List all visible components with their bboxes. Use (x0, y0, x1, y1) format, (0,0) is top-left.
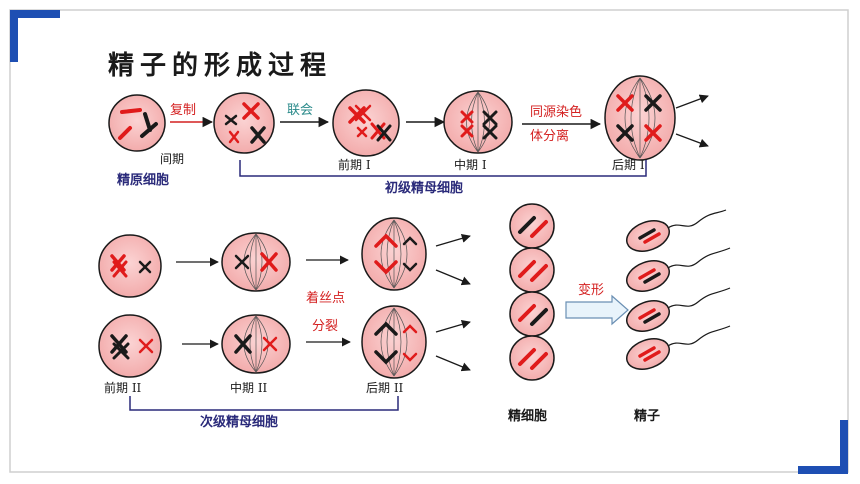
cell-metaphase-2-upper (221, 232, 291, 292)
bracket-primary-spermatocyte (239, 160, 647, 177)
bracket-secondary-spermatocyte (129, 396, 399, 411)
cell-prophase-1 (332, 89, 400, 157)
label-division: 分裂 (312, 319, 338, 334)
label-homolog-separation-line2: 体分离 (530, 128, 569, 144)
label-primary-spermatocyte: 初级精母细胞 (385, 180, 463, 196)
label-prophase-1: 前期 I (338, 157, 371, 172)
label-spermatogonium: 精原细胞 (117, 172, 169, 188)
cell-metaphase-2-lower (221, 314, 291, 374)
label-interphase: 间期 (160, 152, 184, 166)
label-sperm: 精子 (634, 408, 660, 424)
label-anaphase-2: 后期 II (366, 381, 404, 395)
spermatid-2 (509, 247, 555, 293)
label-spermatid: 精细胞 (508, 408, 547, 424)
sperm-3 (626, 287, 731, 332)
corner-top-left-decoration (10, 10, 60, 62)
arrow-upper-split-up (435, 233, 471, 247)
cell-interphase (213, 92, 275, 154)
label-centromere: 着丝点 (306, 290, 345, 306)
sperm-2 (626, 247, 731, 292)
cell-prophase-2-lower (98, 314, 162, 378)
arrow-anaphase-1-up (675, 94, 709, 109)
label-replication: 复制 (170, 103, 196, 118)
spermatid-1 (509, 203, 555, 249)
label-prophase-2: 前期 II (104, 380, 142, 395)
cell-prophase-2-upper (98, 234, 162, 298)
label-secondary-spermatocyte: 次级精母细胞 (200, 414, 278, 430)
sperm-4 (626, 325, 731, 370)
sperm-1 (626, 209, 727, 252)
cell-spermatogonium (108, 94, 166, 152)
cell-anaphase-2-upper (361, 217, 427, 291)
label-metaphase-2: 中期 II (230, 380, 268, 395)
spermatid-4 (509, 335, 555, 381)
frame-border (9, 9, 849, 473)
label-metaphase-1: 中期 I (454, 157, 487, 172)
arrow-lower-split-up (435, 319, 471, 333)
label-synapsis: 联会 (287, 103, 313, 118)
spermatid-3 (509, 291, 555, 337)
diagram-title: 精子的形成过程 (108, 50, 332, 81)
label-transformation: 变形 (578, 282, 604, 298)
arrow-anaphase-1-down (675, 133, 709, 148)
label-anaphase-1: 后期 I (612, 158, 645, 172)
cell-anaphase-2-lower (361, 305, 427, 379)
arrow-transformation (565, 294, 629, 326)
arrow-upper-split-down (435, 269, 471, 286)
cell-metaphase-1 (443, 90, 513, 154)
arrow-lower-split-down (435, 355, 471, 372)
corner-bottom-right-decoration (798, 420, 848, 474)
label-homolog-separation-line1: 同源染色 (530, 104, 582, 120)
cell-anaphase-1 (604, 75, 676, 161)
